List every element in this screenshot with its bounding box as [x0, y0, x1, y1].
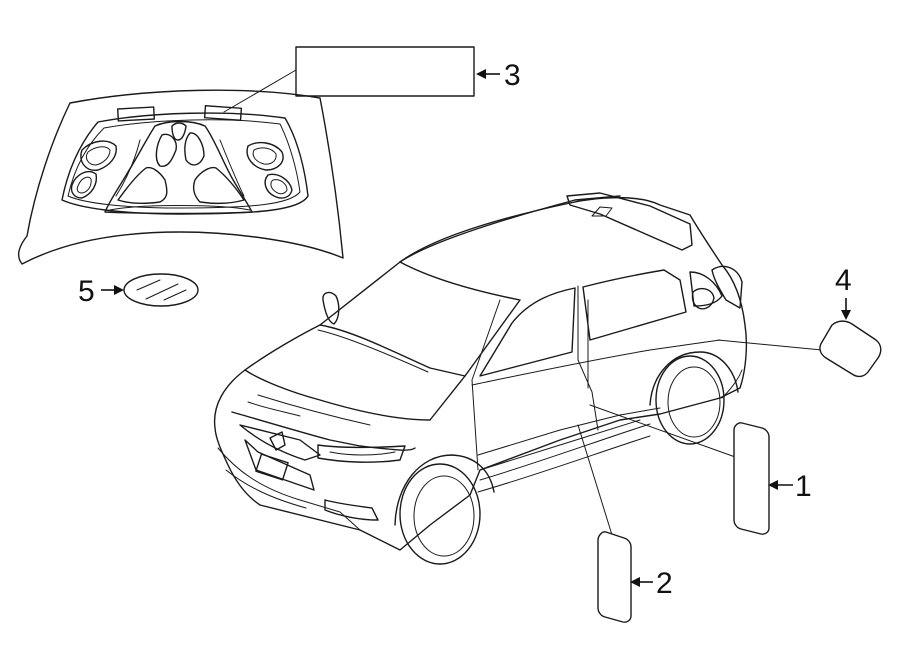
callout-2: 2	[630, 567, 673, 600]
callout-5-number: 5	[78, 275, 95, 308]
callout-4-number: 4	[835, 264, 852, 297]
callout-3-number: 3	[504, 59, 521, 92]
callout-2-number: 2	[656, 567, 673, 600]
callout-4: 4	[835, 264, 852, 320]
callout-1-number: 1	[795, 470, 812, 503]
label-part-2	[597, 531, 632, 623]
hood-panel	[17, 89, 344, 265]
callout-3: 3	[476, 59, 521, 92]
label-part-3	[223, 46, 475, 113]
label-part-5	[123, 273, 199, 307]
leader-line-2	[577, 424, 613, 536]
leader-line-4	[717, 339, 823, 351]
leader-line-1	[589, 404, 739, 459]
callout-5: 5	[78, 275, 124, 308]
label-part-4	[819, 320, 882, 378]
label-part-1	[733, 422, 770, 535]
vehicle-illustration	[213, 192, 748, 565]
callout-1: 1	[768, 470, 812, 503]
